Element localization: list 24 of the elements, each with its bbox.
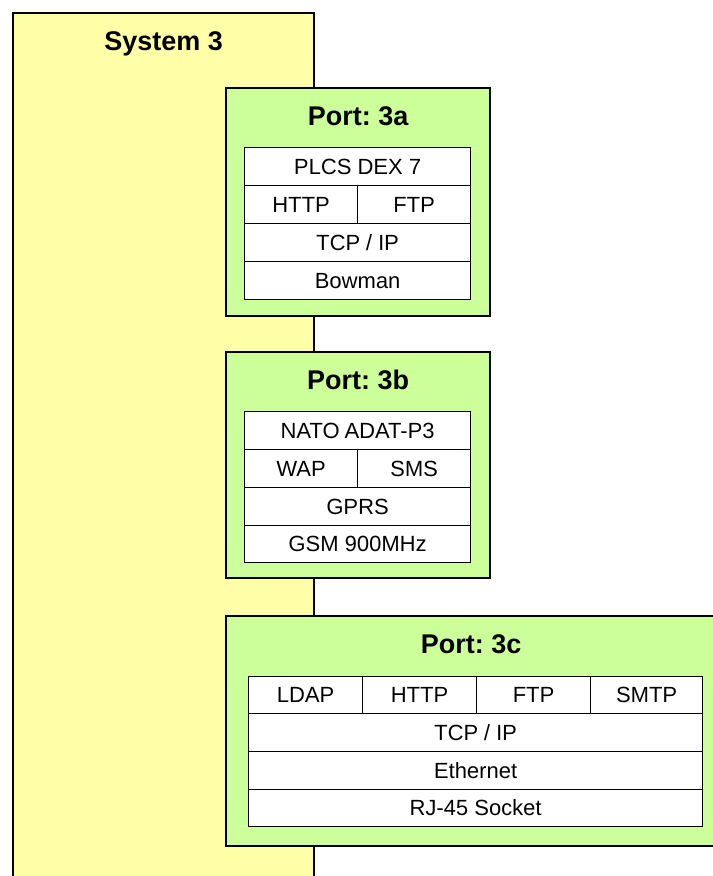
protocol-cell: NATO ADAT-P3 [244,411,471,450]
port-box [225,615,713,847]
protocol-cell: RJ-45 Socket [248,789,703,827]
protocol-cell: PLCS DEX 7 [244,147,471,186]
protocol-cell: FTP [476,676,591,714]
port-title: Port: 3c [420,629,522,660]
protocol-cell: FTP [357,185,471,224]
protocol-cell: SMTP [590,676,703,714]
system-title: System 3 [103,26,224,57]
protocol-cell: Ethernet [248,751,703,790]
port-box [225,351,491,579]
protocol-cell: LDAP [248,676,363,714]
protocol-cell: WAP [244,449,358,488]
protocol-cell: GPRS [244,487,471,526]
protocol-cell: Bowman [244,261,471,300]
port-box [225,87,491,317]
protocol-cell: HTTP [244,185,358,224]
port-title: Port: 3b [306,365,410,396]
port-title: Port: 3a [306,101,410,132]
protocol-cell: SMS [357,449,471,488]
protocol-cell: HTTP [362,676,477,714]
protocol-cell: TCP / IP [244,223,471,262]
protocol-cell: GSM 900MHz [244,525,471,563]
protocol-cell: TCP / IP [248,713,703,752]
